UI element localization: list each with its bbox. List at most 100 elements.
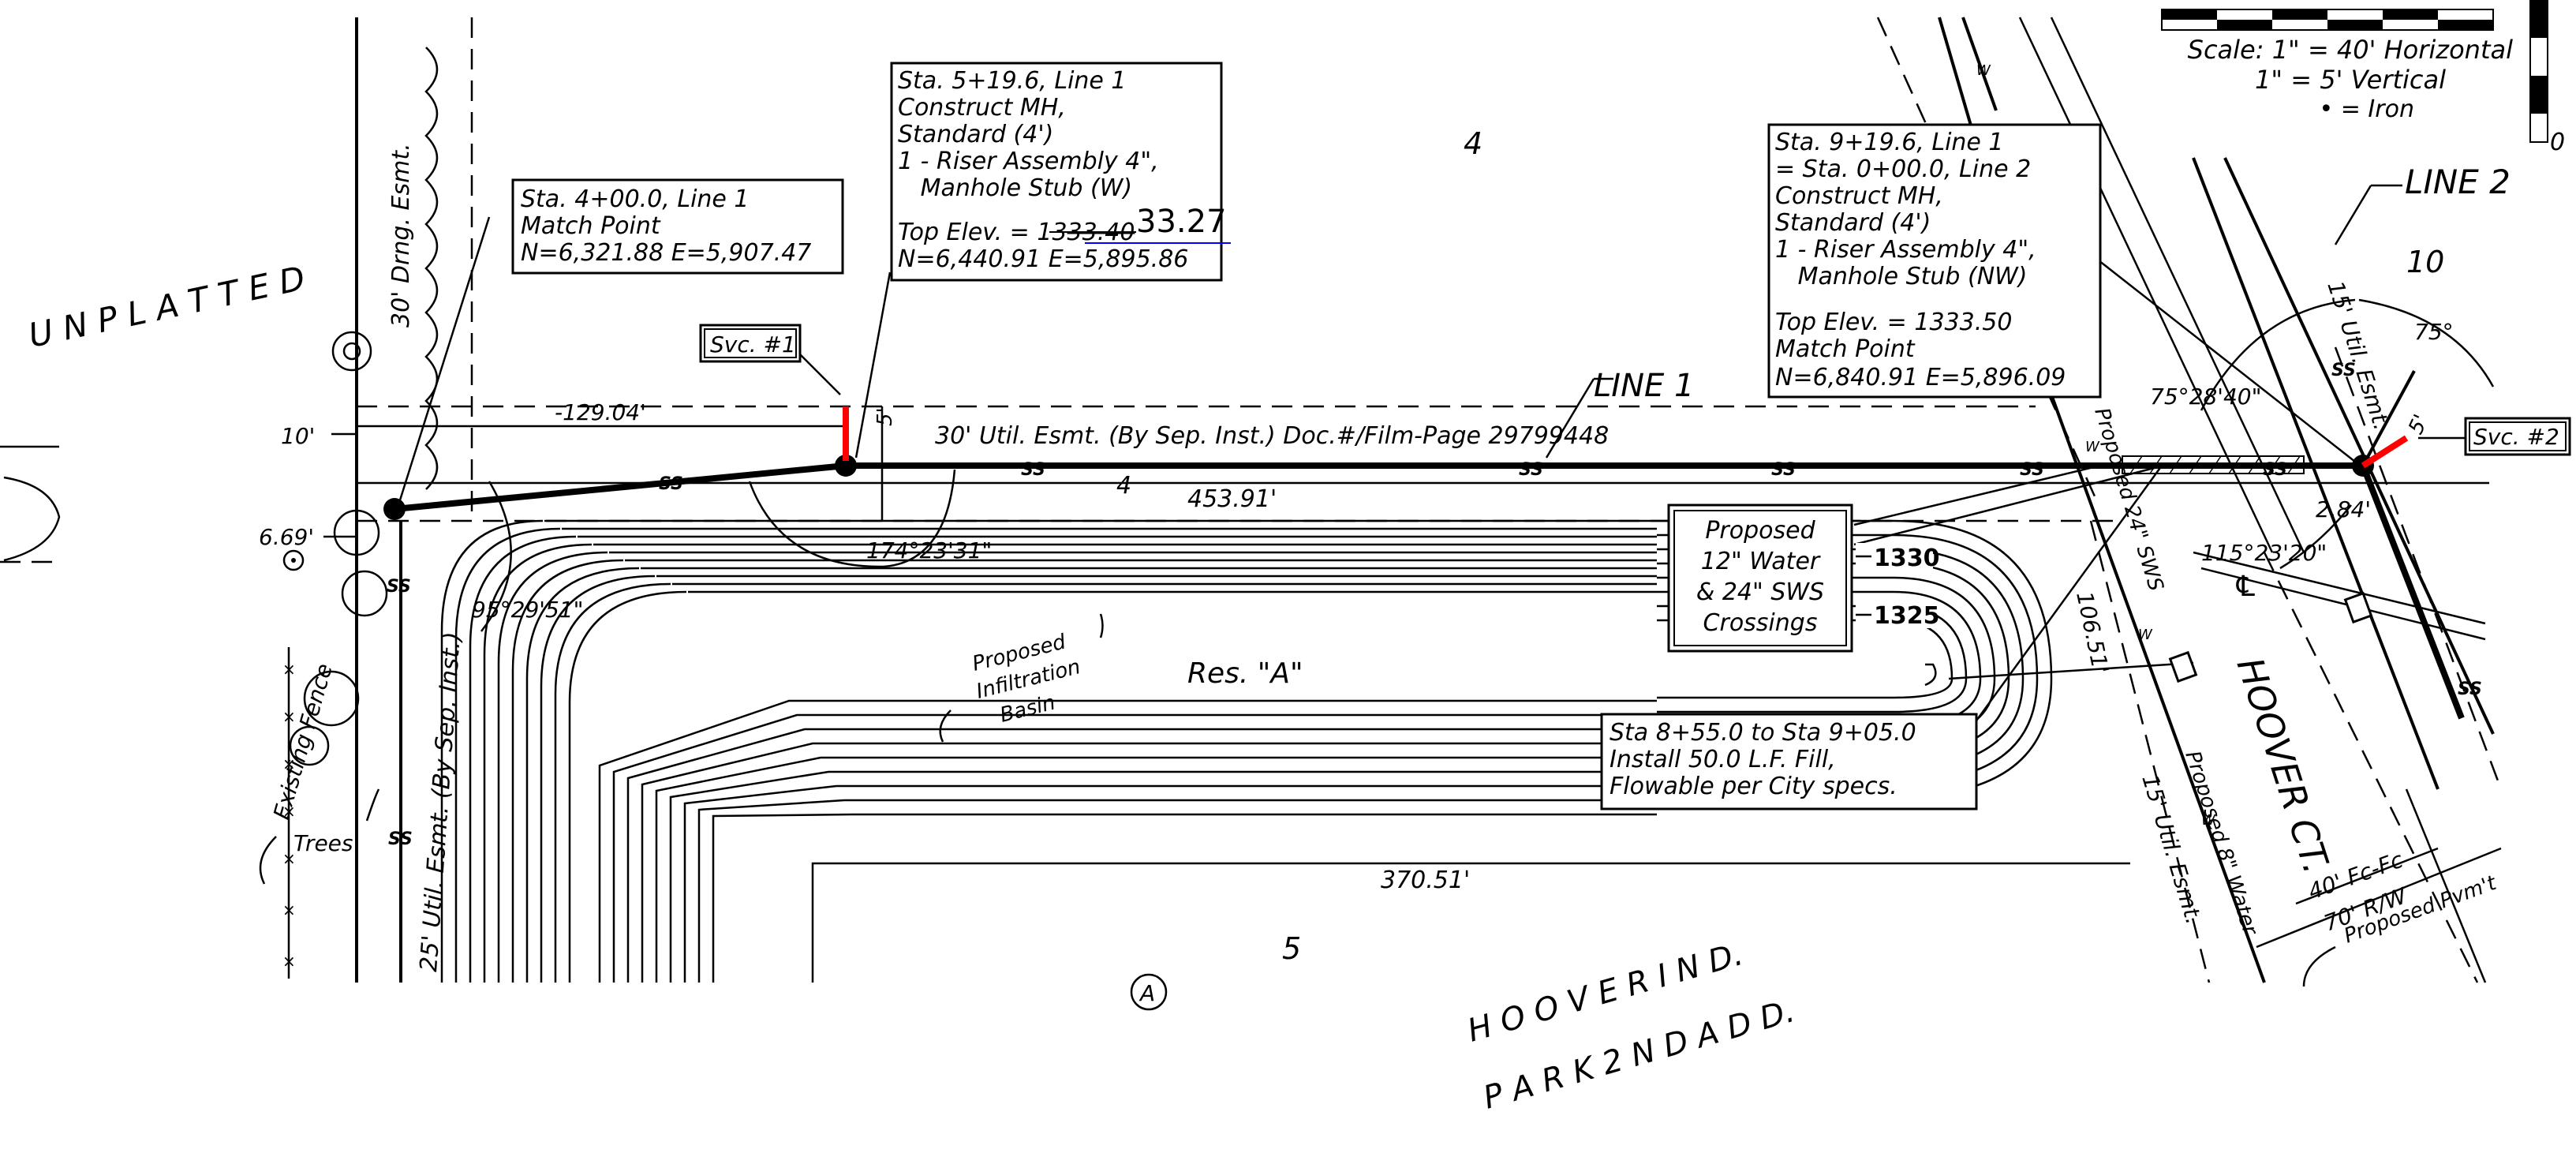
service-2-line bbox=[2361, 435, 2409, 469]
line-2-label: LINE 2 bbox=[2405, 163, 2511, 201]
tree-icon bbox=[331, 331, 372, 372]
sta519-line-3: Standard (4') bbox=[898, 121, 1053, 148]
crossing-line-b bbox=[2200, 567, 2486, 641]
w-marker: W bbox=[1976, 62, 1991, 79]
dim-95-label: 95°29'51" bbox=[472, 597, 583, 623]
line-1-label: LINE 1 bbox=[1594, 368, 1694, 404]
drainage-easement-label: 30' Drng. Esmt. bbox=[387, 143, 415, 328]
crossing-line-a bbox=[2193, 551, 2486, 625]
svg-text:×: × bbox=[282, 660, 296, 679]
svc2-label: Svc. #2 bbox=[2473, 424, 2559, 450]
dim-174-label: 174°23'31" bbox=[866, 537, 992, 563]
ss-marker: SS bbox=[2458, 679, 2482, 699]
ss-marker: SS bbox=[1771, 460, 1796, 480]
callout-crossings: Proposed 12" Water & 24" SWS Crossings bbox=[1667, 504, 1853, 653]
w-marker: W bbox=[2138, 627, 2153, 643]
road-edge-east bbox=[2192, 157, 2440, 790]
tree-icon bbox=[289, 725, 330, 766]
ref-arc bbox=[3, 476, 61, 562]
dim-75-28-label: 75°28'40" bbox=[2150, 384, 2261, 410]
dim-75-label: 75° bbox=[2414, 319, 2454, 345]
ss-marker: SS bbox=[659, 474, 683, 494]
svg-text:×: × bbox=[282, 900, 296, 919]
sta400-line-1: Sta. 4+00.0, Line 1 bbox=[521, 185, 750, 213]
dim-5-right-label: 5' bbox=[2404, 411, 2433, 438]
ss-marker: SS bbox=[2331, 361, 2356, 380]
lot-5-label: 5 bbox=[1282, 931, 1301, 966]
ss-marker: SS bbox=[1021, 460, 1045, 480]
crossing-leader bbox=[1948, 661, 2194, 680]
ss-marker: SS bbox=[2263, 460, 2287, 480]
sta400-line-3: N=6,321.88 E=5,907.47 bbox=[521, 239, 811, 267]
row-dash-east bbox=[2334, 346, 2503, 790]
contour-labels: 1330 1325 bbox=[1856, 543, 1940, 630]
dim-10-label: 10' bbox=[281, 423, 315, 449]
dim-5-label: 5' bbox=[873, 407, 897, 426]
sta519-line-4: 1 - Riser Assembly 4", bbox=[898, 148, 1159, 175]
centerline-symbol: ℄ bbox=[2233, 571, 2258, 603]
left-boundary bbox=[0, 17, 473, 983]
crossings-line-1: Proposed bbox=[1705, 517, 1815, 545]
w-marker: W bbox=[2085, 439, 2100, 455]
sta919-line-2: = Sta. 0+00.0, Line 2 bbox=[1775, 155, 2031, 183]
sta519-coords: N=6,440.91 E=5,895.86 bbox=[898, 245, 1188, 273]
fill-line-2: Install 50.0 L.F. Fill, bbox=[1610, 746, 1836, 773]
valve-box-2 bbox=[2343, 591, 2373, 624]
sta519-line-2: Construct MH, bbox=[898, 94, 1066, 122]
fill-line-1: Sta 8+55.0 to Sta 9+05.0 bbox=[1610, 719, 1916, 747]
sta519-line-5: Manhole Stub (W) bbox=[898, 174, 1132, 202]
tree-icon bbox=[333, 509, 380, 556]
iron-legend: • = Iron bbox=[2320, 95, 2414, 123]
callout-leaders bbox=[397, 216, 2466, 727]
road-edge-south bbox=[2405, 788, 2487, 983]
scale-horizontal: Scale: 1" = 40' Horizontal bbox=[2188, 35, 2513, 65]
tree-line bbox=[424, 47, 439, 490]
scale-zero: 0 bbox=[2550, 129, 2565, 156]
sewer-line-1: SS SS SS SS SS SS SS SS SS SS W W W W bbox=[383, 62, 2482, 849]
sta400-line-2: Match Point bbox=[521, 212, 661, 240]
line1-segment-west bbox=[394, 462, 847, 512]
road-line-b bbox=[1961, 17, 1998, 111]
manhole-sta400 bbox=[383, 498, 406, 520]
existing-fence: × × × × × × × Existing Fence Trees bbox=[259, 647, 380, 979]
angle-arc-75 bbox=[2358, 298, 2495, 387]
ss-marker: SS bbox=[1519, 460, 1543, 480]
line2-pipe bbox=[2360, 464, 2465, 720]
reserve-a-label: Res. "A" bbox=[1187, 657, 1303, 690]
sta919-line-5: 1 - Riser Assembly 4", bbox=[1775, 236, 2036, 264]
ss-marker: SS bbox=[387, 577, 411, 597]
dim-453-label: 453.91' bbox=[1187, 485, 1277, 513]
lot-10-label: 10 bbox=[2406, 245, 2444, 279]
crossings-line-2: 12" Water bbox=[1701, 548, 1821, 575]
unplatted-label: U N P L A T T E D bbox=[25, 259, 308, 355]
sta919-line-7: Top Elev. = 1333.50 bbox=[1775, 309, 2012, 336]
angle-arc-95 bbox=[480, 481, 512, 632]
water-line bbox=[2263, 552, 2479, 983]
dim-6-69-label: 6.69' bbox=[259, 524, 314, 550]
angle-arc-174 bbox=[748, 469, 956, 568]
detail-a-label: A bbox=[1138, 980, 1155, 1006]
dim-129-label: -129.04' bbox=[555, 399, 646, 425]
sta919-line-8: Match Point bbox=[1775, 335, 1916, 363]
tree-icon bbox=[303, 670, 360, 727]
line-labels: LINE 1 LINE 2 bbox=[1545, 163, 2511, 459]
trees bbox=[282, 331, 388, 766]
sta519-top-elev-prefix: Top Elev. = 13 bbox=[898, 219, 1067, 246]
sta919-line-9: N=6,840.91 E=5,896.09 bbox=[1775, 364, 2066, 391]
dim-106-label: 106.51' bbox=[2071, 590, 2114, 676]
lot-4-small-label: 4 bbox=[1116, 472, 1131, 500]
svg-text:×: × bbox=[282, 707, 296, 726]
scale-bar: Scale: 1" = 40' Horizontal 1" = 5' Verti… bbox=[2161, 0, 2565, 156]
crossings-line-3: & 24" SWS bbox=[1696, 578, 1824, 606]
sta519-top-elev-revised: 33.27 bbox=[1136, 204, 1227, 240]
dim-2-84-label: 2.84' bbox=[2316, 496, 2371, 522]
svg-text:×: × bbox=[282, 802, 296, 821]
road-edge-west bbox=[2050, 394, 2266, 983]
basin-contours bbox=[440, 519, 2130, 983]
sta919-line-1: Sta. 9+19.6, Line 1 bbox=[1775, 129, 2004, 156]
detail-a-circle bbox=[1130, 973, 1168, 1011]
ss-marker: SS bbox=[388, 829, 413, 849]
valve-box bbox=[2168, 650, 2198, 683]
w-marker: W bbox=[2201, 812, 2216, 829]
util-easement-label: 30' Util. Esmt. (By Sep. Inst.) Doc.#/Fi… bbox=[935, 422, 1609, 450]
